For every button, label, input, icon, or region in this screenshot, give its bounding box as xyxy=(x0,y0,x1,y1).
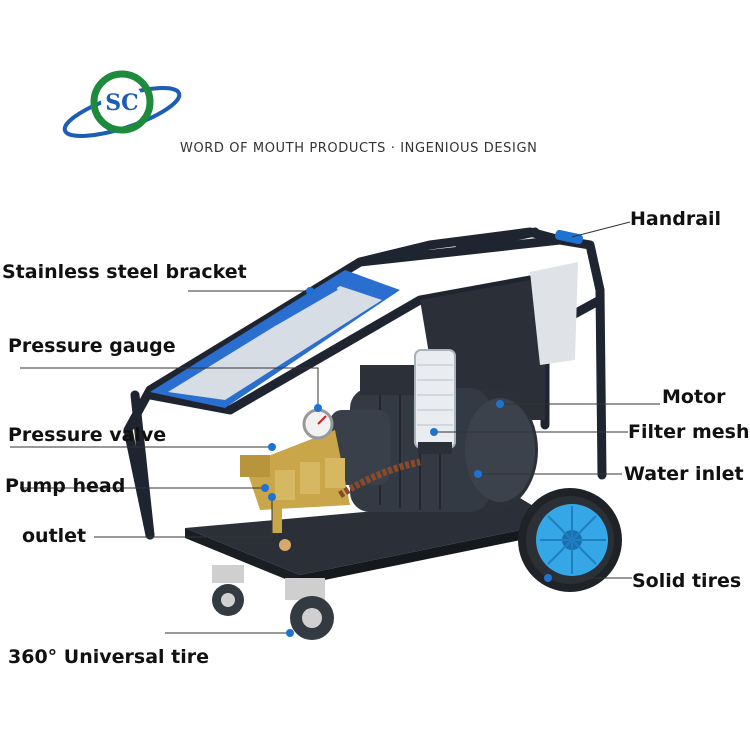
callout-water-inlet: Water inlet xyxy=(624,463,744,485)
caster-front xyxy=(285,578,334,640)
callout-stainless-steel-bracket: Stainless steel bracket xyxy=(2,261,247,283)
callout-pump-head: Pump head xyxy=(5,475,126,497)
logo-text: SC xyxy=(105,90,138,116)
callout-outlet: outlet xyxy=(22,525,87,547)
callout-pressure-valve: Pressure valve xyxy=(8,424,167,446)
leader-lines xyxy=(10,221,660,634)
sc-logo: SC xyxy=(62,70,182,138)
callout-motor: Motor xyxy=(662,386,726,408)
base-tray xyxy=(185,498,560,575)
callout-pressure-gauge: Pressure gauge xyxy=(8,335,176,357)
caster-rear xyxy=(212,565,244,616)
callout-universal-tire: 360° Universal tire xyxy=(8,646,209,668)
callout-dots xyxy=(261,234,572,637)
solid-tire-wheel xyxy=(518,488,622,592)
callout-handrail: Handrail xyxy=(630,208,722,230)
callout-filter-mesh: Filter mesh xyxy=(628,421,750,443)
callout-solid-tires: Solid tires xyxy=(632,570,742,592)
tagline: WORD OF MOUTH PRODUCTS · INGENIOUS DESIG… xyxy=(180,141,538,156)
pump-head-body xyxy=(240,410,390,510)
